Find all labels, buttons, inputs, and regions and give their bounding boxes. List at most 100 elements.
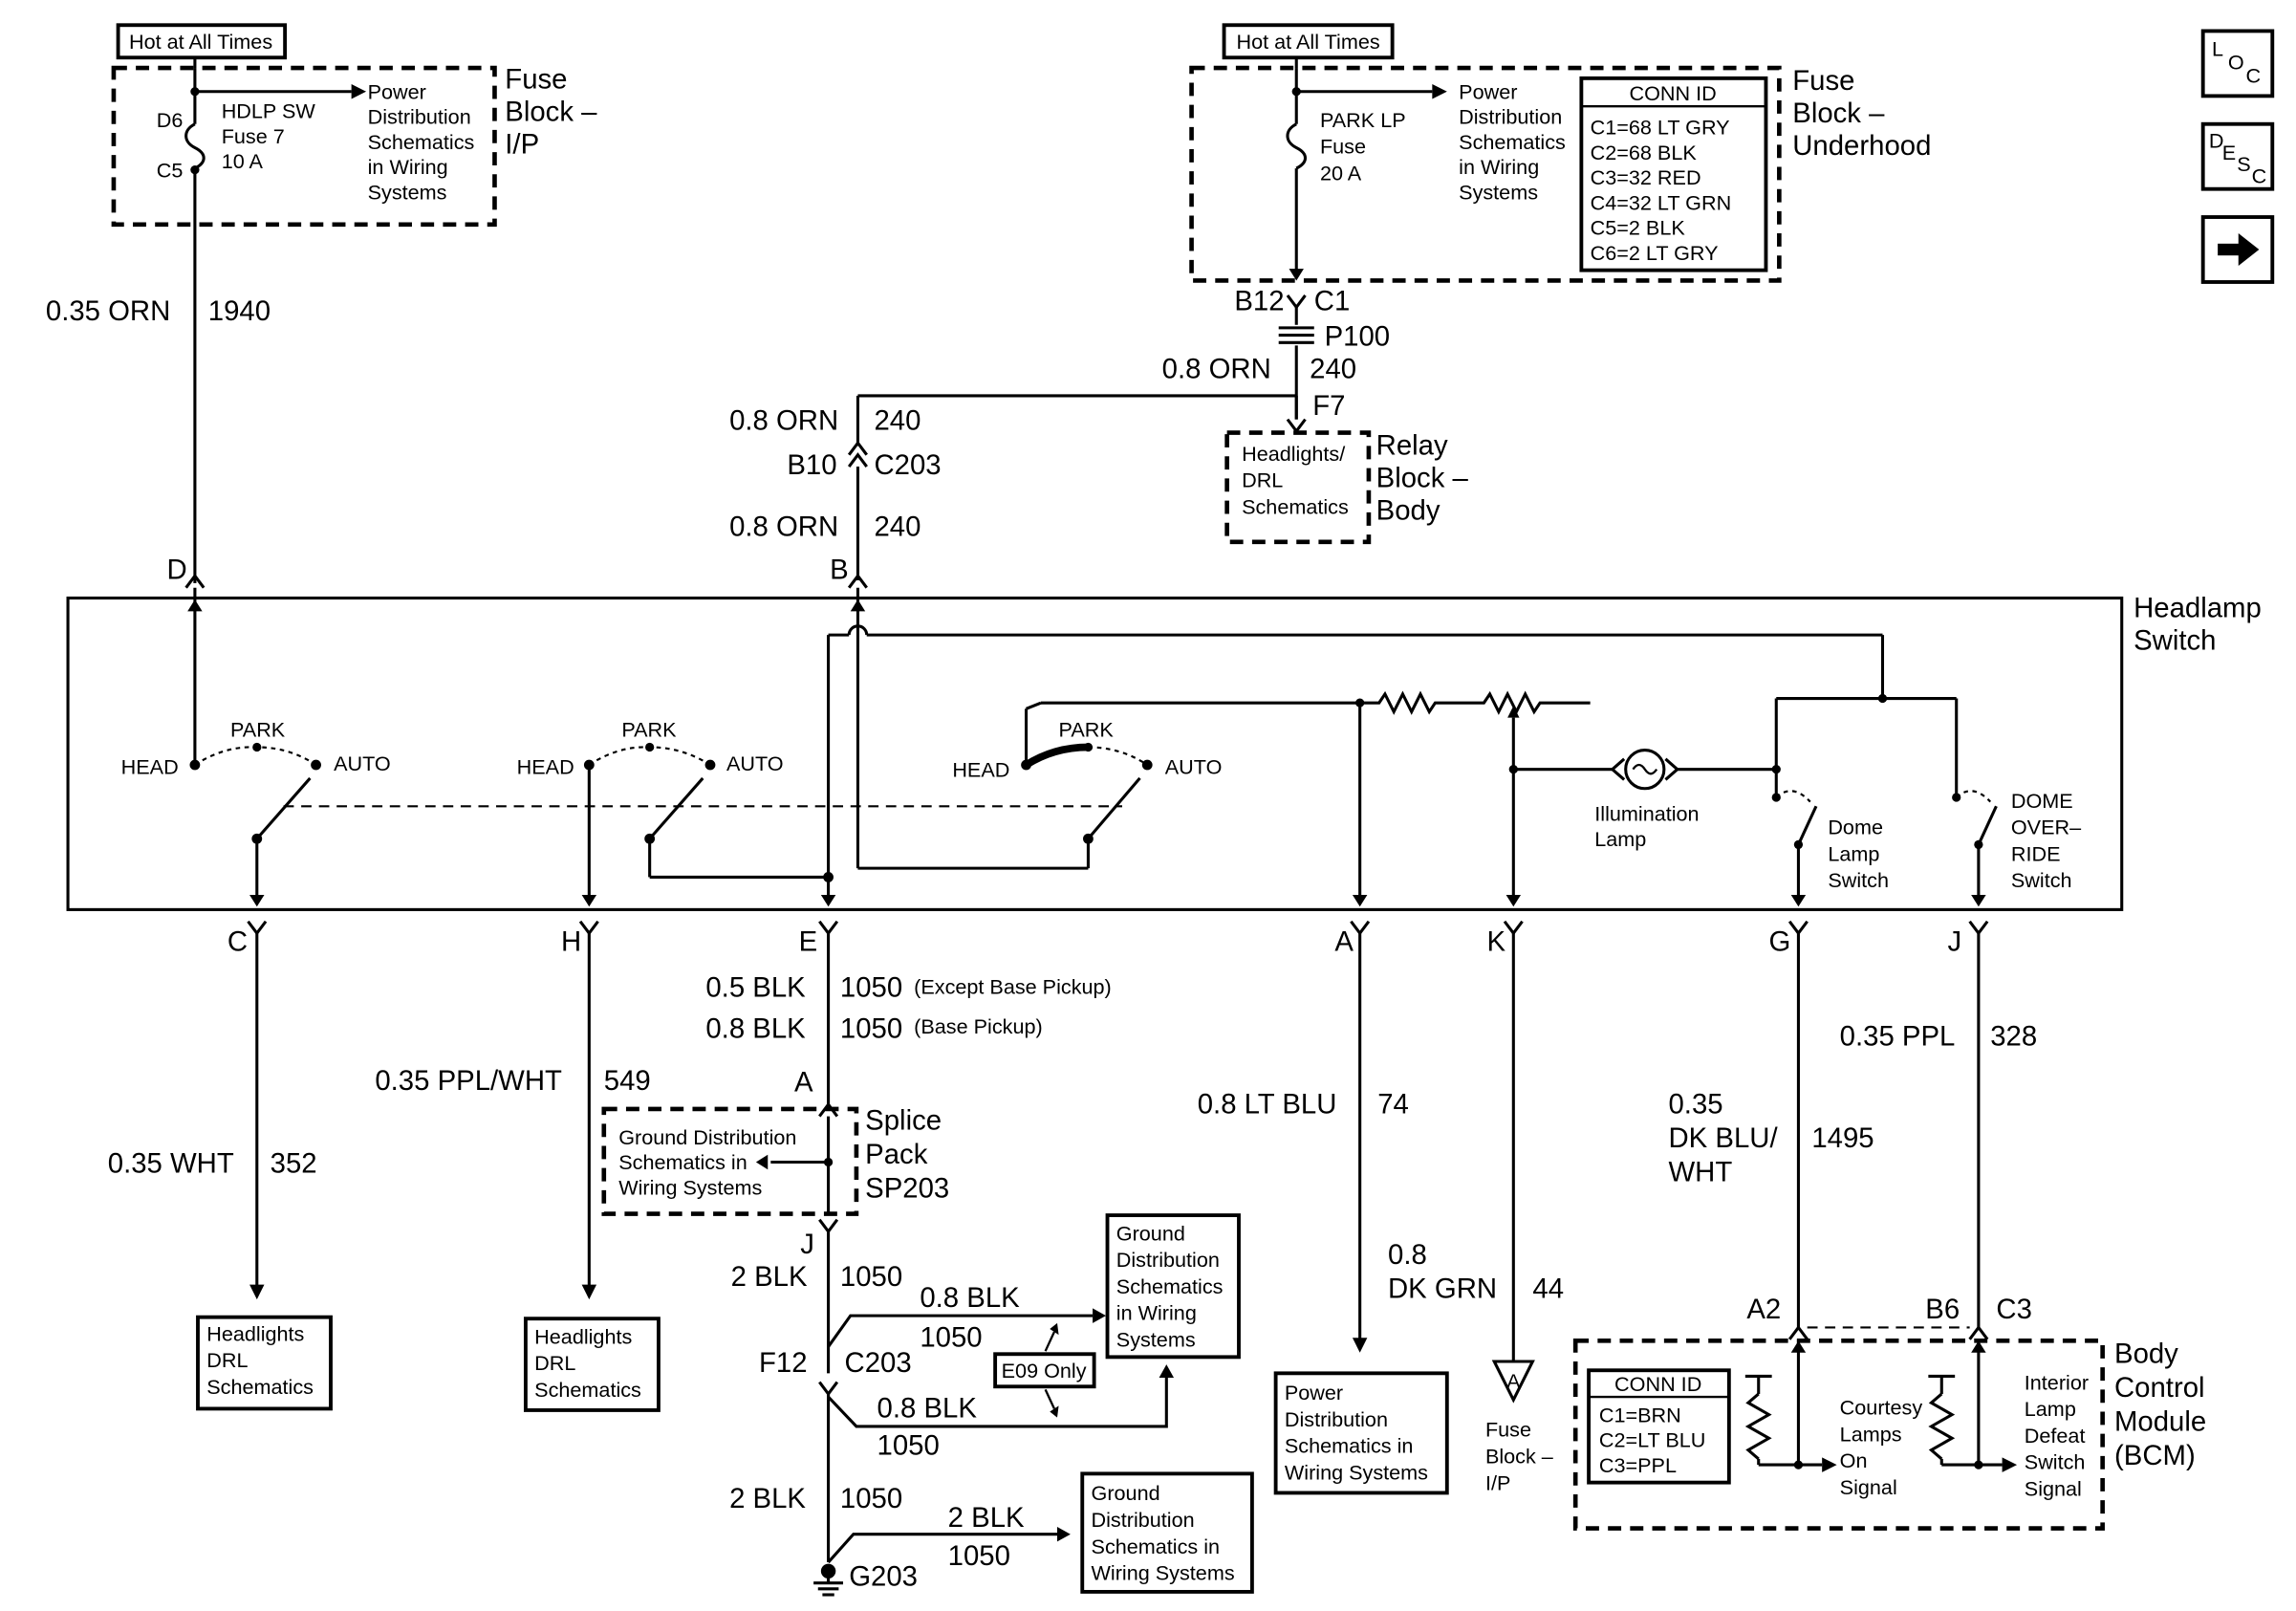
ref-line: DRL bbox=[206, 1348, 248, 1372]
wire-1495-number: 1495 bbox=[1811, 1122, 1874, 1154]
wire-1050e-number: 1050 bbox=[877, 1429, 940, 1461]
illumination-label: Illumination bbox=[1594, 802, 1699, 826]
fuse-rating: 20 A bbox=[1320, 161, 1362, 185]
offpage-triangle-icon[interactable] bbox=[1491, 1360, 1535, 1404]
headlights-drl-ref-2[interactable] bbox=[523, 1317, 661, 1412]
bcm-box bbox=[1572, 1339, 2105, 1531]
ref-line: Ground bbox=[1092, 1481, 1160, 1505]
wire-328-gauge: 0.35 PPL bbox=[1840, 1020, 1956, 1052]
relay-ref-line: Headlights/ bbox=[1242, 442, 1345, 466]
splice-pack-label: Splice bbox=[865, 1105, 942, 1137]
wire-1495-gauge: 0.35 bbox=[1669, 1089, 1723, 1121]
fuse-block-underhood: Hot at All Times PARK LP Fuse 20 A Power… bbox=[1189, 23, 1931, 283]
relay-block-label: Block – bbox=[1376, 463, 1469, 494]
pin-d: D bbox=[167, 554, 187, 585]
wire-352-number: 352 bbox=[271, 1147, 317, 1179]
ground-dist-ref-bottom[interactable] bbox=[1080, 1471, 1254, 1594]
wire-1050e-gauge: 0.8 BLK bbox=[877, 1393, 978, 1425]
override-switch-label: Switch bbox=[2011, 868, 2072, 892]
loc-letter: L bbox=[2212, 37, 2223, 61]
desc-icon[interactable]: D E S C bbox=[2200, 121, 2275, 191]
conn-id-row: C2=68 BLK bbox=[1591, 141, 1698, 164]
p100-label: P100 bbox=[1325, 320, 1391, 352]
wire-74-gauge: 0.8 LT BLU bbox=[1198, 1089, 1337, 1121]
wire-1050d-gauge: 0.8 BLK bbox=[920, 1282, 1020, 1314]
fuse-block-ref: I/P bbox=[1485, 1470, 1510, 1494]
splice-ref-line: Wiring Systems bbox=[618, 1175, 762, 1199]
arrow-down-icon bbox=[1289, 269, 1304, 281]
desc-letter: C bbox=[2252, 164, 2267, 188]
ref-line: Systems bbox=[1116, 1328, 1196, 1352]
fuse-name: PARK LP bbox=[1320, 108, 1406, 132]
power-dist-ref[interactable] bbox=[1273, 1371, 1449, 1495]
fuse-block-uh-label: Block – bbox=[1792, 98, 1885, 129]
power-ref-line: in Wiring bbox=[368, 155, 448, 179]
wire-549-gauge: 0.35 PPL/WHT bbox=[375, 1065, 562, 1097]
relay-block-body: Headlights/ DRL Schematics Relay Block –… bbox=[1224, 430, 1469, 545]
ref-line: Distribution bbox=[1116, 1248, 1220, 1272]
conn-id-row: C4=32 LT GRN bbox=[1591, 190, 1732, 214]
pin-f12: F12 bbox=[759, 1347, 808, 1379]
splice-ref-line: Schematics in bbox=[618, 1150, 747, 1174]
fuse-block-uh-label: Underhood bbox=[1792, 130, 1931, 162]
ref-line: Distribution bbox=[1092, 1508, 1195, 1532]
head-label: HEAD bbox=[952, 757, 1009, 781]
headlights-drl-ref-1[interactable] bbox=[196, 1315, 333, 1411]
relay-block-label: Body bbox=[1376, 495, 1440, 527]
bcm-label: Control bbox=[2114, 1372, 2205, 1404]
auto-label: AUTO bbox=[334, 751, 391, 775]
wire-549-number: 549 bbox=[604, 1065, 651, 1097]
splice-pin-a: A bbox=[794, 1066, 813, 1098]
pin-b12: B12 bbox=[1234, 285, 1284, 316]
park-label: PARK bbox=[621, 718, 677, 742]
wire-1050a-note: (Except Base Pickup) bbox=[914, 974, 1112, 998]
ref-line: Ground bbox=[1116, 1221, 1185, 1245]
e09-only-box bbox=[993, 1352, 1096, 1389]
loc-icon[interactable]: L O C bbox=[2200, 29, 2275, 98]
arrow-right-icon[interactable] bbox=[2200, 215, 2275, 284]
conn-c203-lower: C203 bbox=[845, 1347, 912, 1379]
wire-328-number: 328 bbox=[1990, 1020, 2037, 1052]
ref-line: Schematics bbox=[1116, 1274, 1224, 1298]
loc-letter: O bbox=[2228, 51, 2244, 75]
bcm-label: Module bbox=[2114, 1406, 2206, 1438]
pin-g: G bbox=[1769, 926, 1791, 958]
courtesy-label: Courtesy bbox=[1840, 1396, 1923, 1420]
fuse-icon bbox=[184, 122, 206, 170]
ground-icon bbox=[813, 1563, 844, 1597]
dome-switch-label: Dome bbox=[1828, 816, 1883, 839]
bcm-module: A2 B6 C3 CONN ID C1=BRN C2=LT BLU C3=PPL… bbox=[1572, 1294, 2206, 1531]
wire-44-gauge: DK GRN bbox=[1388, 1274, 1497, 1305]
illumination-label: Lamp bbox=[1594, 827, 1646, 851]
auto-label: AUTO bbox=[726, 751, 784, 775]
hot-at-all-times-label-left bbox=[116, 23, 288, 60]
wire-1940-gauge: 0.35 ORN bbox=[46, 295, 170, 327]
bcm-label: (BCM) bbox=[2114, 1440, 2196, 1471]
wire-1050f-number: 1050 bbox=[840, 1483, 902, 1514]
power-ref-line: Systems bbox=[1459, 181, 1538, 205]
fuse-word: Fuse bbox=[1320, 135, 1366, 159]
wire-240c-gauge: 0.8 ORN bbox=[729, 512, 838, 543]
interior-label: Interior bbox=[2025, 1370, 2089, 1394]
splice-pin-j: J bbox=[800, 1229, 814, 1260]
power-ref-line: Distribution bbox=[1459, 105, 1562, 129]
hot-label-text-left: Hot at All Times bbox=[129, 30, 272, 54]
auto-label: AUTO bbox=[1165, 754, 1223, 778]
pin-d6: D6 bbox=[157, 108, 184, 132]
splice-pack-sp203: Ground Distribution Schematics in Wiring… bbox=[601, 1105, 949, 1216]
fuse-block-ip-label: Block – bbox=[505, 97, 597, 128]
ref-line: in Wiring bbox=[1116, 1301, 1197, 1325]
ground-dist-ref-top[interactable] bbox=[1105, 1213, 1241, 1360]
resistor-icon bbox=[1744, 1392, 1772, 1461]
conn-id-row: C1=68 LT GRY bbox=[1591, 116, 1730, 140]
illumination-lamp-icon bbox=[1624, 749, 1666, 791]
park-label: PARK bbox=[1059, 718, 1115, 742]
conn-c203: C203 bbox=[874, 449, 941, 481]
wire-1050a-gauge: 0.5 BLK bbox=[705, 972, 806, 1004]
relay-ref-line: DRL bbox=[1242, 468, 1283, 492]
fuse-block-ref: Fuse bbox=[1485, 1418, 1531, 1442]
headlamp-switch: Headlamp Switch D B HEAD PARK AUTO HEAD … bbox=[66, 554, 2262, 958]
wire-1495-gauge: DK BLU/ bbox=[1669, 1122, 1779, 1154]
wire-1050f-gauge: 2 BLK bbox=[729, 1483, 806, 1514]
